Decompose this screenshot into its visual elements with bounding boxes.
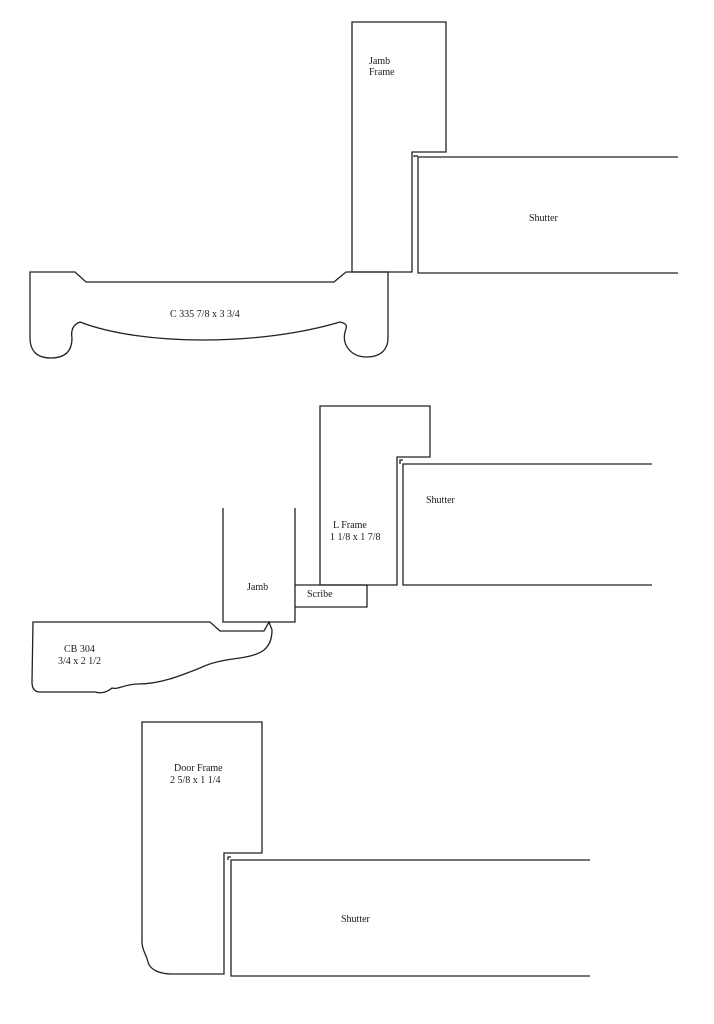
diagram-l-frame-shutter: L Frame 1 1/8 x 1 7/8 Shutter Jamb Scrib…	[31, 405, 652, 694]
door-frame-profile	[141, 721, 263, 975]
jamb-label: Jamb	[247, 582, 268, 593]
l-frame-label: L Frame 1 1/8 x 1 7/8	[330, 520, 381, 543]
jamb-profile	[222, 508, 296, 623]
shutter-label-1: Shutter	[529, 213, 559, 224]
jamb-frame-profile	[351, 21, 447, 273]
scribe-label: Scribe	[307, 589, 333, 600]
shutter-label-3: Shutter	[341, 914, 371, 925]
door-frame-label: Door Frame 2 5/8 x 1 1/4	[170, 763, 225, 786]
casing-cb304-profile	[31, 620, 273, 694]
casing-c335-label: C 335 7/8 x 3 3/4	[170, 309, 240, 320]
casing-cb304-label: CB 304 3/4 x 2 1/2	[58, 644, 101, 667]
scribe-profile	[295, 584, 368, 608]
shutter-profile-2	[399, 459, 652, 586]
l-frame-profile	[319, 405, 431, 586]
diagram-door-frame-shutter: Door Frame 2 5/8 x 1 1/4 Shutter	[141, 721, 590, 977]
jamb-frame-label: Jamb Frame	[369, 56, 395, 78]
shutter-profile-1	[413, 155, 678, 274]
shutter-label-2: Shutter	[426, 495, 456, 506]
diagram-jamb-frame-shutter: Jamb Frame Shutter C 335 7/8 x 3 3/4	[29, 21, 678, 359]
casing-c335-profile	[29, 271, 389, 359]
shutter-profile-3	[227, 856, 590, 977]
